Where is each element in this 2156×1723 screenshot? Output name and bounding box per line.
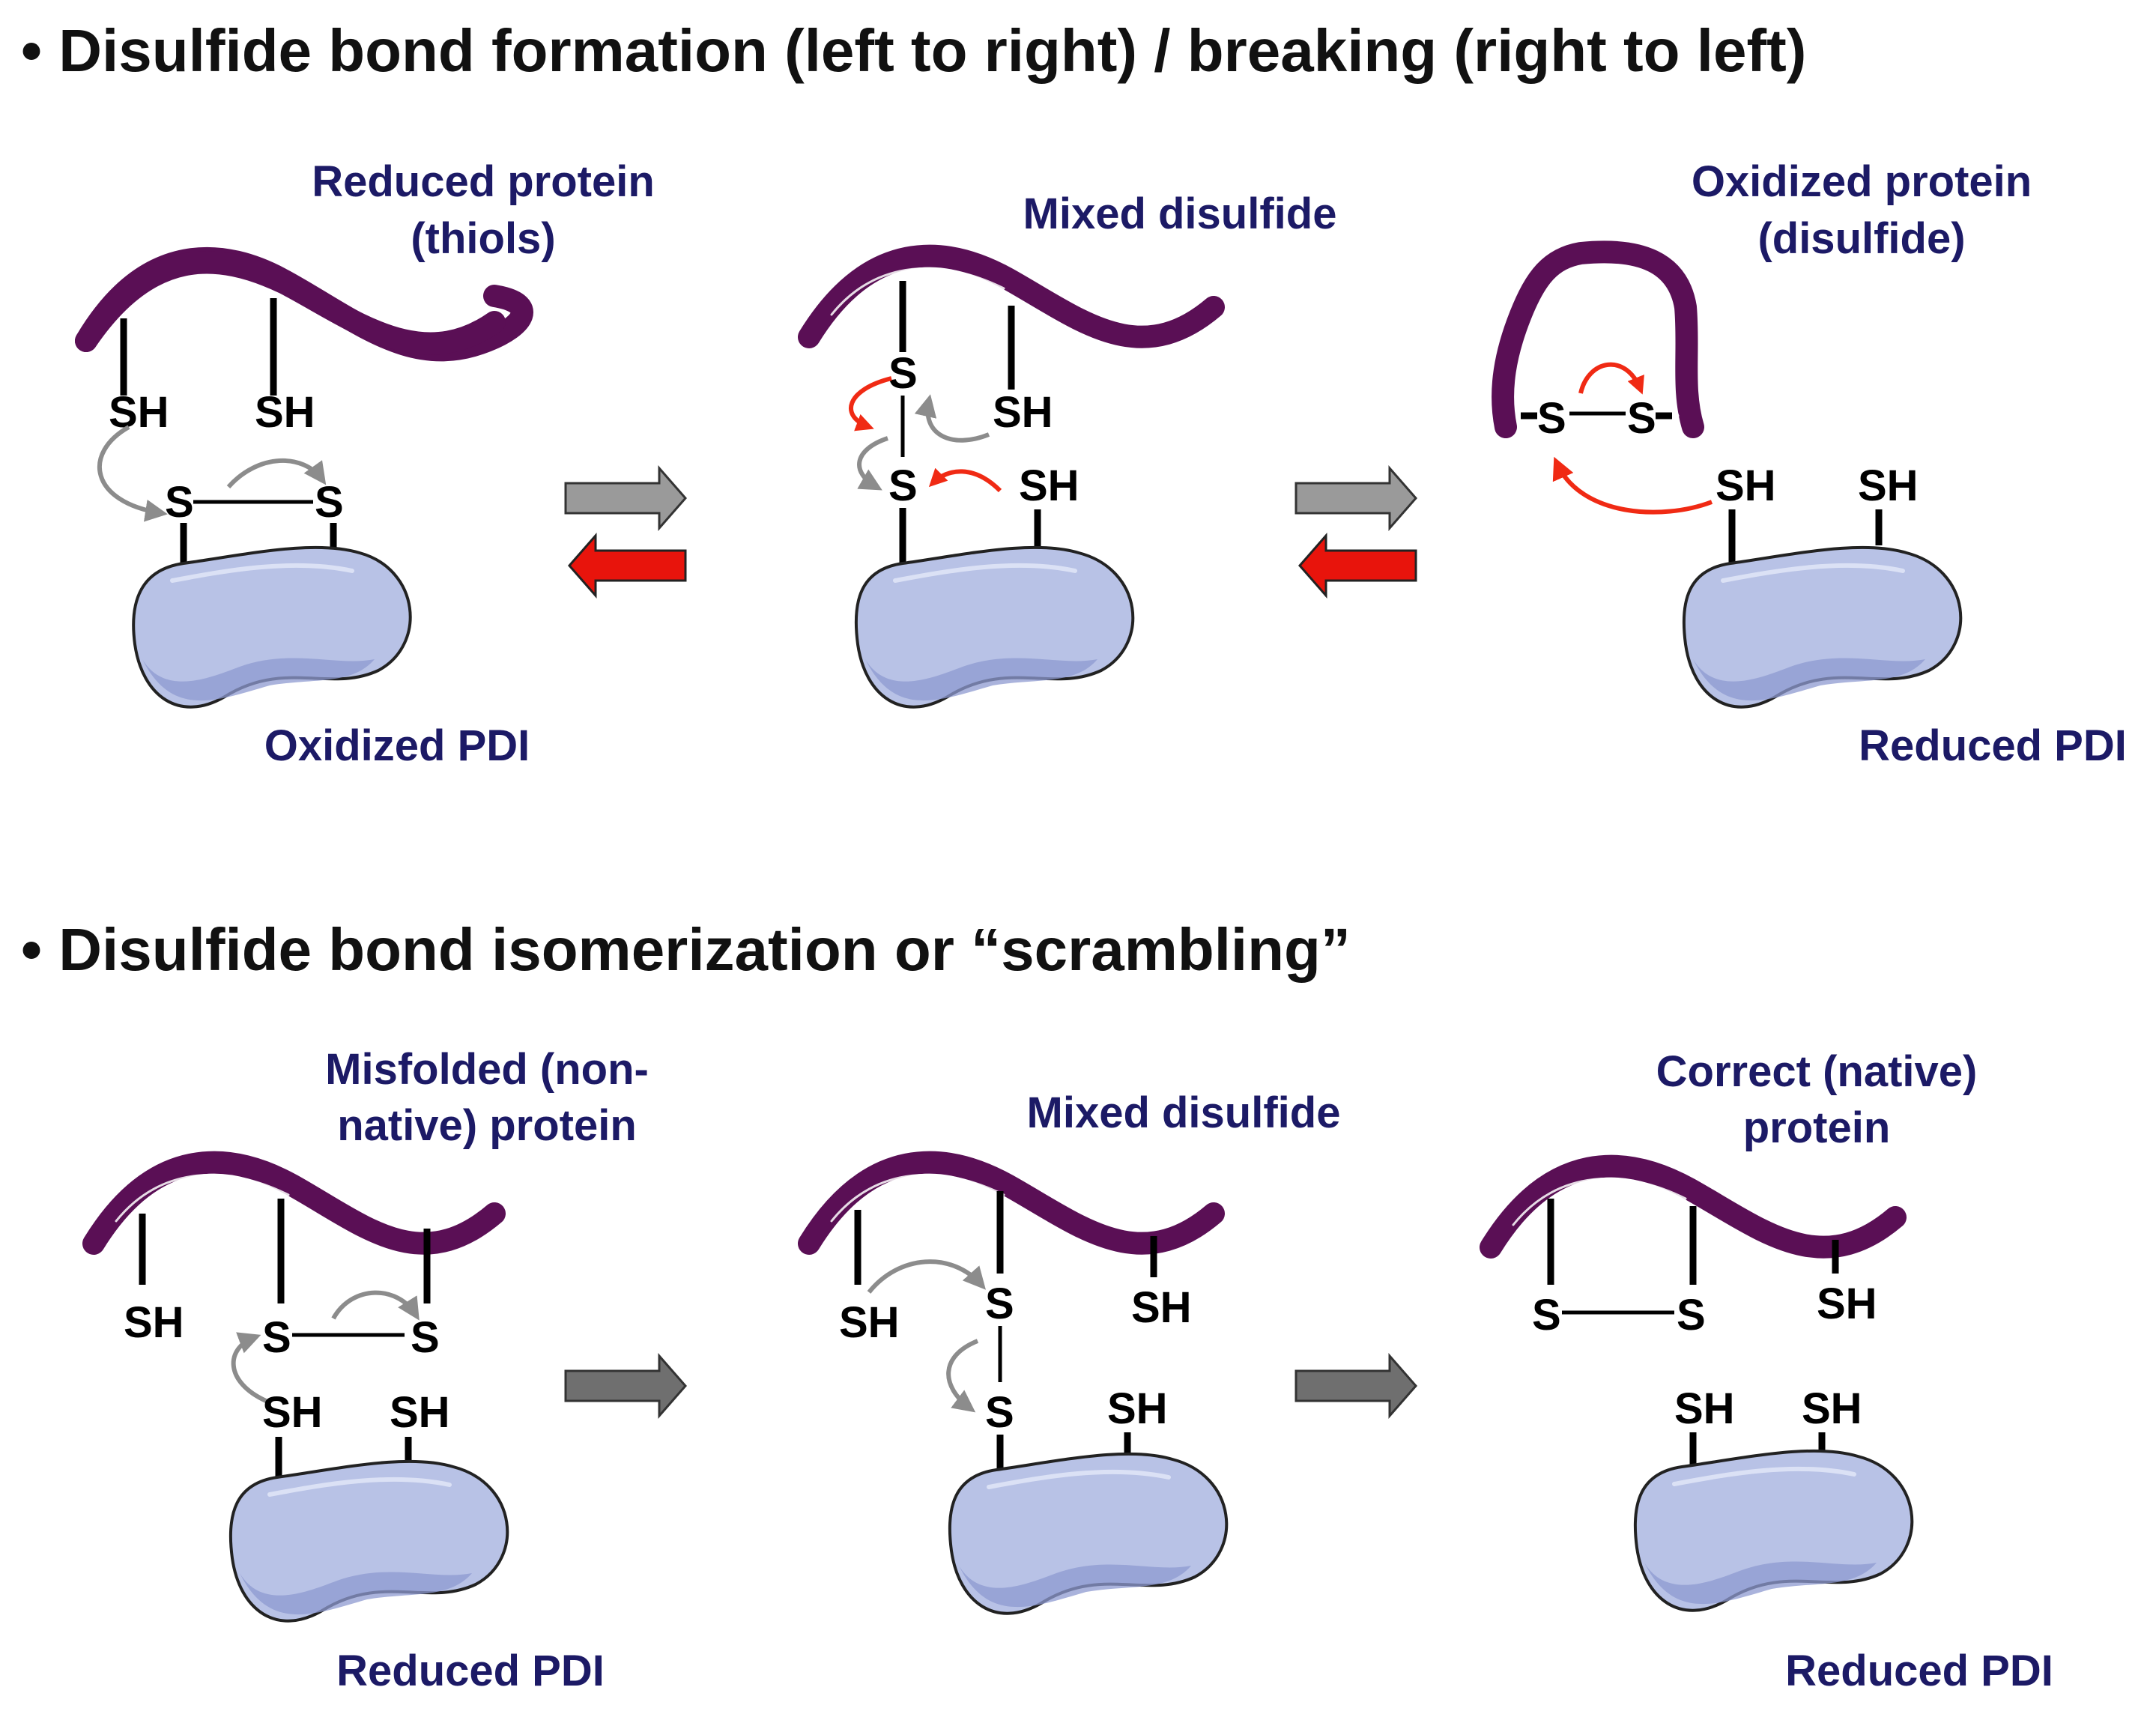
thiol-label: SH: [839, 1298, 900, 1347]
sulfur-label: S: [1677, 1291, 1706, 1339]
arrow-right-icon: [564, 465, 687, 531]
thiol-label: SH: [993, 388, 1053, 437]
pdi-enzyme: [1682, 545, 1963, 709]
electron-arrow-icon: [331, 1290, 420, 1321]
protein-chain: [798, 244, 1225, 348]
thiol-label: SH: [1107, 1384, 1168, 1433]
pdi-label: Reduced PDI: [1859, 721, 2127, 770]
pdi-label: Oxidized PDI: [264, 721, 530, 770]
electron-arrow-icon: [867, 1259, 986, 1294]
sulfur-label: S: [165, 478, 194, 527]
protein-chain: [82, 1151, 506, 1255]
thiol-label: SH: [1802, 1384, 1862, 1433]
section2-panel2: Mixed disulfide SH S S SH SH: [798, 1088, 1341, 1615]
thiol-label: SH: [1019, 461, 1079, 510]
section2-panel3: Correct (native) protein S S SH SH SH Re…: [1480, 1047, 2053, 1695]
electron-arrow-icon: [1552, 456, 1713, 515]
sulfur-label: S: [985, 1280, 1014, 1328]
panel3-label-line1: Correct (native): [1656, 1047, 1978, 1096]
thiol-label: SH: [1817, 1280, 1877, 1328]
panel1-label-line1: Misfolded (non-: [325, 1045, 649, 1094]
pdi-enzyme: [948, 1452, 1229, 1615]
arrow-right-icon: [1294, 465, 1417, 531]
thiol-label: SH: [124, 1298, 184, 1347]
arrow-right-icon: [564, 1353, 687, 1419]
electron-arrow-icon: [1578, 362, 1644, 395]
thiol-label: SH: [255, 388, 315, 437]
electron-arrow-icon: [946, 1339, 979, 1413]
electron-arrow-icon: [97, 425, 168, 522]
thiol-label: SH: [262, 1388, 323, 1437]
panel2-label: Mixed disulfide: [1027, 1088, 1341, 1137]
panel3-label-line2: protein: [1743, 1103, 1891, 1152]
thiol-label: SH: [109, 388, 169, 437]
thiol-label: SH: [1131, 1283, 1192, 1332]
panel1-label-line2: native) protein: [337, 1101, 637, 1150]
arrow-left-icon: [1298, 533, 1417, 599]
panel1-label-line2: (thiols): [411, 214, 555, 263]
electron-arrow-icon: [857, 436, 888, 491]
protein-chain: [1480, 1154, 1907, 1259]
panel3-label-line1: Oxidized protein: [1692, 157, 2032, 206]
section1-panel1: Reduced protein (thiols) SH SH S S Oxidi…: [75, 157, 655, 770]
pdi-enzyme: [228, 1459, 509, 1623]
protein-chain: [798, 1151, 1225, 1255]
sulfur-label: S: [315, 478, 344, 527]
panel3-label-line2: (disulfide): [1757, 214, 1965, 263]
electron-arrow-icon: [226, 458, 327, 488]
electron-arrow-icon: [928, 467, 1002, 493]
sulfur-label: S: [1532, 1291, 1561, 1339]
sulfur-label: S: [888, 349, 918, 398]
section2-title: • Disulfide bond isomerization or “scram…: [21, 916, 1351, 983]
arrow-right-icon: [1294, 1353, 1417, 1419]
sulfur-label: S: [411, 1313, 440, 1362]
electron-arrow-icon: [849, 376, 892, 431]
sulfur-label: S: [1537, 394, 1566, 443]
pdi-enzyme: [132, 545, 412, 709]
pdi-label: Reduced PDI: [336, 1647, 605, 1695]
pdi-enzyme: [1633, 1449, 1914, 1612]
thiol-label: SH: [1716, 461, 1776, 510]
sulfur-label: S: [1627, 394, 1656, 443]
section1-title: • Disulfide bond formation (left to righ…: [21, 17, 1806, 84]
thiol-label: SH: [1858, 461, 1919, 510]
pdi-enzyme: [854, 545, 1135, 709]
protein-chain: [75, 246, 533, 362]
sulfur-label: S: [262, 1313, 291, 1362]
panel1-label-line1: Reduced protein: [312, 157, 655, 206]
arrow-left-icon: [568, 533, 687, 599]
sulfur-label: S: [888, 461, 918, 510]
protein-loop: [1492, 240, 1704, 438]
thiol-label: SH: [390, 1388, 450, 1437]
sulfur-label: S: [985, 1388, 1014, 1437]
electron-arrow-icon: [914, 394, 990, 443]
electron-arrow-icon: [231, 1332, 267, 1403]
section2-panel1: Misfolded (non- native) protein SH S S S…: [82, 1045, 649, 1695]
section1-panel2: Mixed disulfide S S SH SH: [798, 190, 1337, 709]
panel2-label: Mixed disulfide: [1023, 190, 1337, 238]
section1-panel3: Oxidized protein (disulfide) S S SH SH R…: [1492, 157, 2127, 770]
thiol-label: SH: [1674, 1384, 1735, 1433]
pdi-label: Reduced PDI: [1785, 1647, 2053, 1695]
